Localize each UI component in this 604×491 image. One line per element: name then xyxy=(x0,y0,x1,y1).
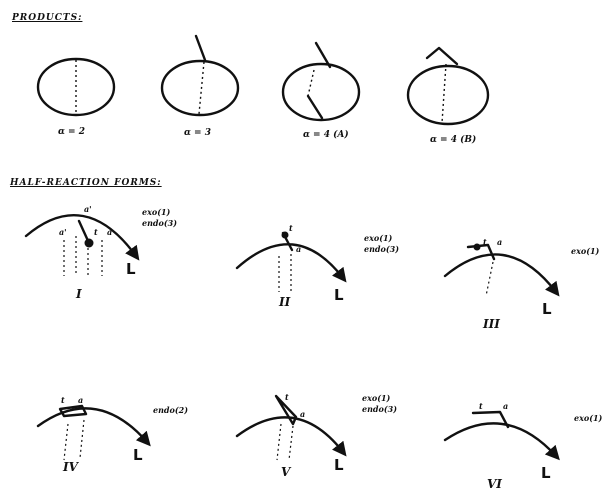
form-I-numeral: I xyxy=(76,287,82,301)
form-III-tag-exo: exo(1) xyxy=(571,246,600,256)
product-ellipse-4 xyxy=(406,64,490,126)
form-II-tag-endo: endo(3) xyxy=(364,244,399,254)
form-V-mark-a: a xyxy=(300,409,306,419)
product-3-strand xyxy=(314,41,332,69)
form-III-L: L xyxy=(542,300,552,318)
product-label-4: α = 4 (B) xyxy=(430,135,477,145)
form-III-mark-t: t xyxy=(483,237,487,247)
product-ellipse-2 xyxy=(160,59,240,117)
product-label-3: α = 4 (A) xyxy=(303,130,349,140)
form-I-curve xyxy=(24,214,140,261)
form-I-tag-exo: exo(1) xyxy=(142,207,171,217)
form-V-curve xyxy=(235,416,347,457)
form-IV-numeral: IV xyxy=(63,460,78,474)
form-VI-L: L xyxy=(541,464,551,482)
form-III-mark-a: a xyxy=(497,237,503,247)
form-VI-tag-exo: exo(1) xyxy=(574,413,603,423)
form-IV-bond xyxy=(58,404,88,418)
form-III-bead xyxy=(473,243,481,251)
form-V-tag-exo: exo(1) xyxy=(362,393,391,403)
form-I-bead xyxy=(84,238,94,248)
form-II-L: L xyxy=(334,286,344,304)
form-IV-curve xyxy=(36,407,151,447)
form-I-mark-a-prime-top: a' xyxy=(84,204,92,214)
form-IV-L: L xyxy=(133,446,143,464)
product-4-strand xyxy=(425,46,459,66)
form-I-mark-a: a xyxy=(107,227,113,237)
form-VI-curve xyxy=(443,422,560,461)
form-VI-mark-a: a xyxy=(503,401,509,411)
form-V-L: L xyxy=(334,456,344,474)
products-heading: PRODUCTS: xyxy=(12,13,83,23)
form-V-numeral: V xyxy=(281,465,291,479)
form-III-numeral: III xyxy=(483,317,500,331)
half-reaction-forms-heading: HALF-REACTION FORMS: xyxy=(10,178,162,188)
form-V-bond xyxy=(274,394,298,426)
form-IV-mark-t: t xyxy=(61,395,65,405)
form-I-mark-t: t xyxy=(94,227,98,237)
form-II-curve xyxy=(235,243,347,283)
form-II-mark-a: a xyxy=(296,244,302,254)
form-II-numeral: II xyxy=(279,295,291,309)
product-label-1: α = 2 xyxy=(58,127,85,137)
product-3-lower xyxy=(306,94,324,120)
form-VI-mark-t: t xyxy=(479,401,483,411)
form-I-L: L xyxy=(126,260,136,278)
form-II-tag-exo: exo(1) xyxy=(364,233,393,243)
product-ellipse-3 xyxy=(281,62,361,122)
form-V-mark-t: t xyxy=(285,392,289,402)
form-II-mark-t: t xyxy=(289,223,293,233)
form-III-curve xyxy=(443,253,560,297)
form-V-tag-endo: endo(3) xyxy=(362,404,397,414)
product-2-strand xyxy=(194,34,207,62)
form-VI-bond xyxy=(471,410,510,429)
form-VI-numeral: VI xyxy=(487,477,502,491)
product-ellipse-1 xyxy=(36,57,116,117)
form-IV-tag-endo: endo(2) xyxy=(153,405,188,415)
form-II-bead xyxy=(281,231,289,239)
product-label-2: α = 3 xyxy=(184,128,211,138)
form-I-mark-a-prime: a' xyxy=(59,227,67,237)
form-I-tag-endo: endo(3) xyxy=(142,218,177,228)
form-IV-mark-a: a xyxy=(78,395,84,405)
